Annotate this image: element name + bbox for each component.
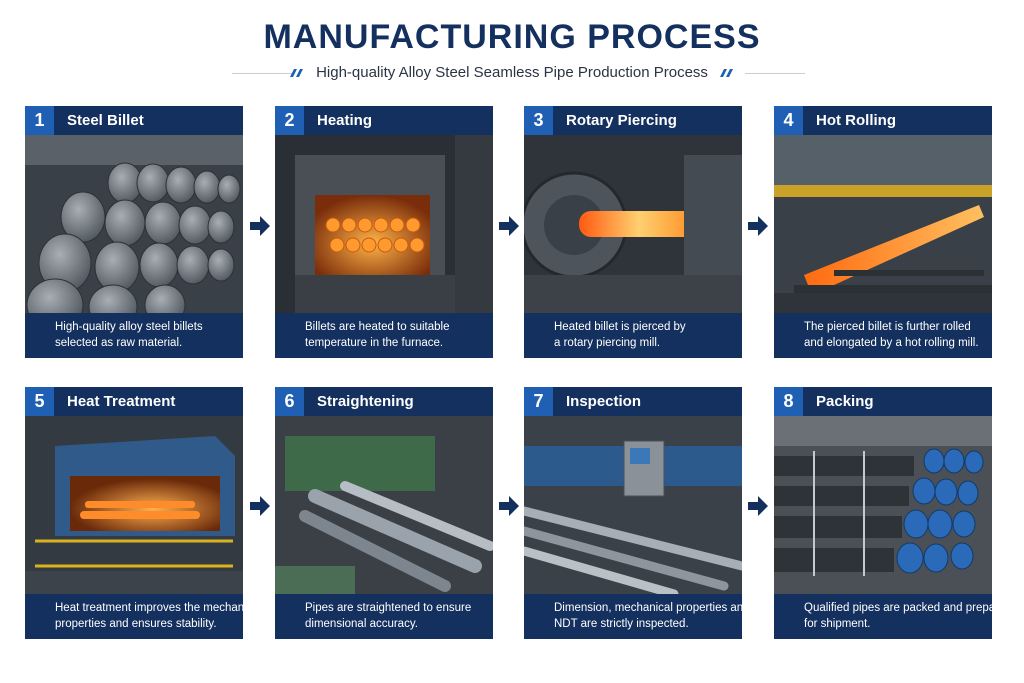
- description-line: dimensional accuracy.: [305, 618, 418, 630]
- process-step-heat-treatment: 5 Heat Treatment Heat treatment improves…: [25, 387, 262, 639]
- description-line: Pipes are straightened to ensure: [305, 602, 472, 614]
- description-line: Qualified pipes are packed and prepared: [804, 602, 1012, 614]
- double-slash-icon: [290, 69, 303, 77]
- step-header: 4 Hot Rolling: [774, 106, 992, 135]
- step-number: 7: [524, 387, 553, 416]
- steel-billet-stack-photo: [25, 135, 243, 313]
- step-header: 3 Rotary Piercing: [524, 106, 742, 135]
- description-line: properties and ensures stability.: [55, 618, 217, 630]
- heat-treatment-furnace-photo: [25, 416, 243, 594]
- step-title: Hot Rolling: [816, 112, 896, 129]
- divider-line: [232, 73, 292, 74]
- process-step-rotary-piercing: 3 Rotary Piercing Heated billet is pierc…: [524, 106, 742, 358]
- process-step-packing: 8 Packing Qualified pipes are packed and…: [774, 387, 1012, 639]
- step-number: 8: [774, 387, 803, 416]
- process-step-heating: 2 Heating Billets are heated to suitable…: [275, 106, 493, 358]
- description-line: and elongated by a hot rolling mill.: [804, 337, 979, 349]
- step-description: Dimension, mechanical properties and NDT…: [524, 594, 750, 639]
- step-header: 5 Heat Treatment: [25, 387, 243, 416]
- process-step-straightening: 6 Straightening Pipes are straightened t…: [275, 387, 493, 639]
- arrow-right-icon: [748, 216, 768, 236]
- step-number: 1: [25, 106, 54, 135]
- step-header: 1 Steel Billet: [25, 106, 243, 135]
- description-line: temperature in the furnace.: [305, 337, 444, 349]
- arrow-right-icon: [748, 496, 768, 516]
- description-line: selected as raw material.: [55, 337, 183, 349]
- step-header: 6 Straightening: [275, 387, 493, 416]
- divider-line: [745, 73, 805, 74]
- description-line: Billets are heated to suitable: [305, 321, 450, 333]
- arrow-right-icon: [250, 216, 270, 236]
- step-title: Heating: [317, 112, 373, 129]
- step-header: 7 Inspection: [524, 387, 742, 416]
- arrow-right-icon: [499, 496, 519, 516]
- process-step-hot-rolling: 4 Hot Rolling The pierced billet is furt…: [774, 106, 992, 358]
- description-line: Dimension, mechanical properties and: [554, 602, 750, 614]
- furnace-heating-photo: [275, 135, 493, 313]
- process-step-inspection: 7 Inspection Dimension, mechanical prope…: [524, 387, 750, 639]
- step-description: Heated billet is pierced by a rotary pie…: [524, 313, 742, 358]
- page-title: MANUFACTURING PROCESS: [263, 18, 761, 56]
- packed-pipes-photo: [774, 416, 992, 594]
- description-line: NDT are strictly inspected.: [554, 618, 689, 630]
- arrow-right-icon: [250, 496, 270, 516]
- step-number: 4: [774, 106, 803, 135]
- step-number: 3: [524, 106, 553, 135]
- rotary-piercing-mill-photo: [524, 135, 742, 313]
- step-header: 2 Heating: [275, 106, 493, 135]
- subtitle-row: High-quality Alloy Steel Seamless Pipe P…: [0, 62, 1024, 86]
- double-slash-icon: [720, 69, 733, 77]
- description-line: Heat treatment improves the mechanical: [55, 602, 262, 614]
- description-line: The pierced billet is further rolled: [804, 321, 971, 333]
- step-number: 5: [25, 387, 54, 416]
- step-description: High-quality alloy steel billets selecte…: [25, 313, 243, 358]
- process-step-steel-billet: 1 Steel Billet High-quality alloy steel …: [25, 106, 243, 358]
- step-title: Packing: [816, 393, 874, 410]
- inspection-station-photo: [524, 416, 742, 594]
- step-title: Heat Treatment: [67, 393, 176, 410]
- description-line: High-quality alloy steel billets: [55, 321, 203, 333]
- step-number: 6: [275, 387, 304, 416]
- step-title: Steel Billet: [67, 112, 144, 129]
- step-description: Qualified pipes are packed and prepared …: [774, 594, 1012, 639]
- hot-rolling-mill-photo: [774, 135, 992, 313]
- description-line: Heated billet is pierced by: [554, 321, 686, 333]
- straightening-machine-photo: [275, 416, 493, 594]
- step-description: Heat treatment improves the mechanical p…: [25, 594, 262, 639]
- step-title: Rotary Piercing: [566, 112, 677, 129]
- arrow-right-icon: [499, 216, 519, 236]
- page-subtitle: High-quality Alloy Steel Seamless Pipe P…: [316, 64, 708, 81]
- description-line: for shipment.: [804, 618, 871, 630]
- step-description: The pierced billet is further rolled and…: [774, 313, 992, 358]
- step-description: Pipes are straightened to ensure dimensi…: [275, 594, 493, 639]
- step-title: Inspection: [566, 393, 642, 410]
- step-header: 8 Packing: [774, 387, 992, 416]
- description-line: a rotary piercing mill.: [554, 337, 661, 349]
- step-description: Billets are heated to suitable temperatu…: [275, 313, 493, 358]
- step-title: Straightening: [317, 393, 414, 410]
- step-number: 2: [275, 106, 304, 135]
